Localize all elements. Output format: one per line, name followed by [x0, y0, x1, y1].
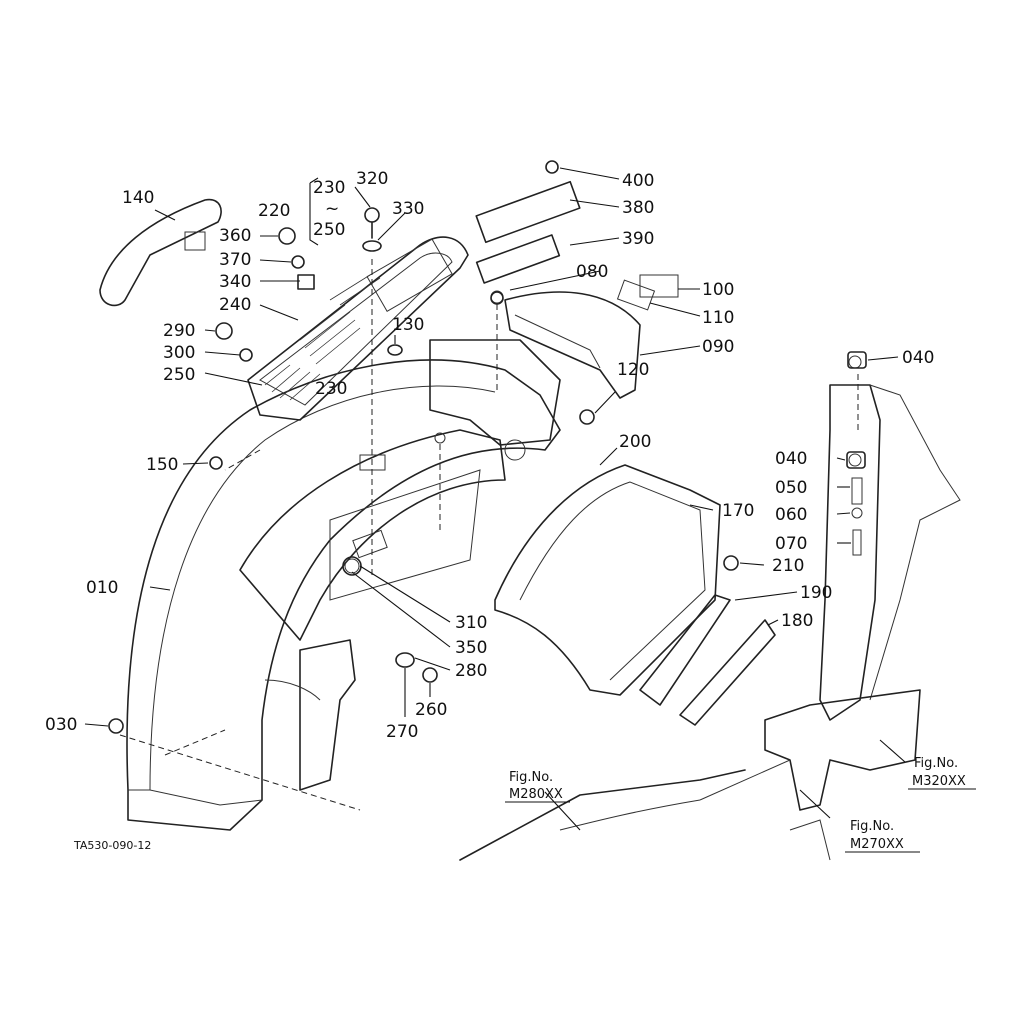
callout-150: 150 — [146, 455, 178, 475]
callout-260: 260 — [415, 700, 447, 720]
callout-010: 010 — [86, 578, 118, 598]
fig-ref-m270-number: M270XX — [850, 837, 904, 852]
reference-lines — [119, 255, 859, 811]
callout-090: 090 — [702, 337, 734, 357]
callout-320: 320 — [356, 169, 388, 189]
callout-140: 140 — [122, 188, 154, 208]
bolt-icon — [723, 555, 739, 571]
callout-labels: 140 220 230 ~ 250 320 330 360 370 340 24… — [45, 169, 934, 742]
rubber-mount-icon — [847, 351, 867, 369]
callout-040: 040 — [775, 449, 807, 469]
callout-220: 220 — [258, 201, 290, 221]
chassis-outline — [459, 759, 831, 861]
callout-120: 120 — [617, 360, 649, 380]
nut-icon — [209, 456, 223, 470]
rubber-mount-icon — [846, 451, 866, 469]
callout-380: 380 — [622, 198, 654, 218]
fig-ref-m280-label: Fig.No. — [509, 770, 553, 785]
callout-240: 240 — [219, 295, 251, 315]
tread-hatching — [264, 274, 381, 401]
fig-ref-m320-label: Fig.No. — [914, 756, 958, 771]
callout-170: 170 — [722, 501, 754, 521]
callout-390: 390 — [622, 229, 654, 249]
grommet-icon — [490, 291, 504, 305]
callout-110: 110 — [702, 308, 734, 328]
grommet-icon — [387, 344, 403, 356]
callout-040-top: 040 — [902, 348, 934, 368]
callout-060: 060 — [775, 505, 807, 525]
washer-icon — [362, 240, 382, 252]
callout-250-top: 250 — [313, 220, 345, 240]
clip-icon — [278, 227, 296, 245]
leader-lines — [84, 167, 906, 831]
callout-360: 360 — [219, 226, 251, 246]
bolt-icon — [108, 718, 124, 734]
callout-030: 030 — [45, 715, 77, 735]
callout-180: 180 — [781, 611, 813, 631]
callout-330: 330 — [392, 199, 424, 219]
bracket-clip-icon — [297, 274, 315, 290]
bolt-icon — [422, 667, 438, 683]
figure-references: Fig.No. M280XX Fig.No. M270XX Fig.No. M3… — [505, 756, 976, 853]
fender-010 — [126, 339, 561, 831]
fig-ref-m280-number: M280XX — [509, 787, 563, 802]
callout-350: 350 — [455, 638, 487, 658]
callout-080: 080 — [576, 262, 608, 282]
callout-300: 300 — [163, 343, 195, 363]
callout-310: 310 — [455, 613, 487, 633]
callout-210: 210 — [772, 556, 804, 576]
grip-handle-140 — [99, 198, 222, 307]
fig-ref-m270-label: Fig.No. — [850, 819, 894, 834]
callout-340: 340 — [219, 272, 251, 292]
callout-100: 100 — [702, 280, 734, 300]
washer-icon — [239, 348, 253, 362]
fig-ref-m320-number: M320XX — [912, 774, 966, 789]
screw-icon — [545, 160, 559, 174]
drawing-code: TA530-090-12 — [73, 839, 151, 852]
rops-bracket — [764, 355, 961, 811]
callout-190: 190 — [800, 583, 832, 603]
callout-050: 050 — [775, 478, 807, 498]
washer-icon — [291, 255, 305, 269]
washer-icon — [395, 652, 415, 668]
callout-tilde: ~ — [325, 199, 339, 219]
step-plate-230 — [247, 236, 469, 421]
callout-200: 200 — [619, 432, 651, 452]
callout-400: 400 — [622, 171, 654, 191]
callout-370: 370 — [219, 250, 251, 270]
callout-280: 280 — [455, 661, 487, 681]
callout-230: 230 — [315, 379, 347, 399]
callout-070: 070 — [775, 534, 807, 554]
callout-130: 130 — [392, 315, 424, 335]
clip-icon — [215, 322, 233, 340]
callout-230-top: 230 — [313, 178, 345, 198]
callout-270: 270 — [386, 722, 418, 742]
hex-bolt-icon — [364, 207, 380, 239]
bolt-icon — [579, 409, 595, 425]
callout-250: 250 — [163, 365, 195, 385]
callout-290: 290 — [163, 321, 195, 341]
inner-fender-200 — [494, 464, 776, 726]
